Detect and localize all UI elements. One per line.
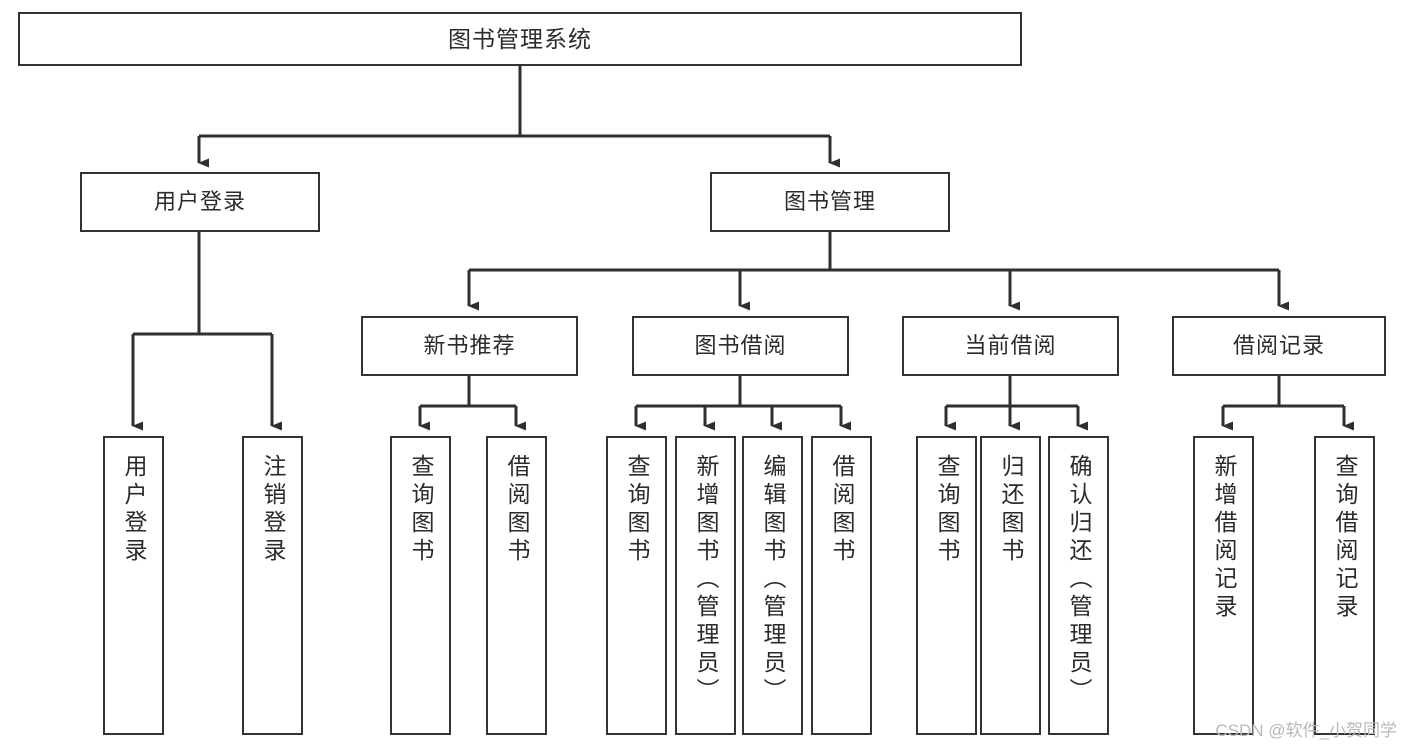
node-leaf-add-book-admin[interactable]: 新增图书（管理员） bbox=[675, 436, 736, 735]
node-leaf-query-borrow-record-label: 查询借阅记录 bbox=[1332, 454, 1358, 622]
node-book-borrow[interactable]: 图书借阅 bbox=[632, 316, 849, 376]
node-leaf-query-book-borrow[interactable]: 查询图书 bbox=[606, 436, 667, 735]
node-leaf-edit-book-admin-label: 编辑图书（管理员） bbox=[760, 454, 786, 706]
node-borrow-record-label: 借阅记录 bbox=[1232, 333, 1325, 359]
node-book-management-label: 图书管理 bbox=[783, 189, 876, 215]
node-leaf-user-login[interactable]: 用户登录 bbox=[103, 436, 164, 735]
node-leaf-confirm-return-admin[interactable]: 确认归还（管理员） bbox=[1048, 436, 1109, 735]
node-leaf-borrow-book-label: 借阅图书 bbox=[829, 454, 855, 566]
node-leaf-query-book-borrow-label: 查询图书 bbox=[624, 454, 650, 566]
node-current-borrow-label: 当前借阅 bbox=[964, 333, 1057, 359]
node-leaf-query-borrow-record[interactable]: 查询借阅记录 bbox=[1314, 436, 1375, 735]
node-leaf-borrow-book[interactable]: 借阅图书 bbox=[811, 436, 872, 735]
node-leaf-query-book-current-label: 查询图书 bbox=[934, 454, 960, 566]
node-user-login-label: 用户登录 bbox=[153, 189, 246, 215]
node-leaf-confirm-return-admin-label: 确认归还（管理员） bbox=[1066, 454, 1092, 706]
node-leaf-add-borrow-record[interactable]: 新增借阅记录 bbox=[1193, 436, 1254, 735]
node-root[interactable]: 图书管理系统 bbox=[18, 12, 1022, 66]
node-leaf-logout[interactable]: 注销登录 bbox=[242, 436, 303, 735]
node-borrow-record[interactable]: 借阅记录 bbox=[1172, 316, 1386, 376]
node-leaf-query-book-current[interactable]: 查询图书 bbox=[916, 436, 977, 735]
node-leaf-edit-book-admin[interactable]: 编辑图书（管理员） bbox=[742, 436, 803, 735]
node-leaf-query-book-new[interactable]: 查询图书 bbox=[390, 436, 451, 735]
node-leaf-return-book-label: 归还图书 bbox=[998, 454, 1024, 566]
node-new-book-recommend-label: 新书推荐 bbox=[423, 333, 516, 359]
node-root-label: 图书管理系统 bbox=[448, 25, 592, 52]
node-book-borrow-label: 图书借阅 bbox=[694, 333, 787, 359]
node-new-book-recommend[interactable]: 新书推荐 bbox=[361, 316, 578, 376]
node-leaf-user-login-label: 用户登录 bbox=[121, 454, 147, 566]
node-leaf-query-book-new-label: 查询图书 bbox=[408, 454, 434, 566]
node-leaf-add-borrow-record-label: 新增借阅记录 bbox=[1211, 454, 1237, 622]
node-leaf-add-book-admin-label: 新增图书（管理员） bbox=[693, 454, 719, 706]
node-leaf-borrow-book-new-label: 借阅图书 bbox=[504, 454, 530, 566]
node-book-management[interactable]: 图书管理 bbox=[710, 172, 950, 232]
node-leaf-borrow-book-new[interactable]: 借阅图书 bbox=[486, 436, 547, 735]
node-leaf-logout-label: 注销登录 bbox=[260, 454, 286, 566]
node-current-borrow[interactable]: 当前借阅 bbox=[902, 316, 1119, 376]
node-user-login[interactable]: 用户登录 bbox=[80, 172, 320, 232]
node-leaf-return-book[interactable]: 归还图书 bbox=[980, 436, 1041, 735]
